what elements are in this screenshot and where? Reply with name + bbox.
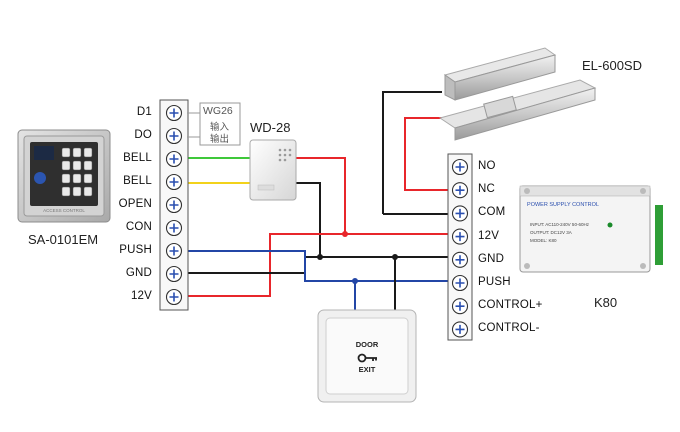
keypad-terminal-screws (165, 104, 183, 306)
screw-cross-icon (455, 208, 465, 218)
exit-label-door: DOOR (356, 340, 379, 349)
keypad-brand: ACCESS CONTROL (43, 208, 85, 213)
keypad-key (72, 173, 82, 184)
psu-terminal-label: CONTROL- (478, 322, 540, 335)
psu-spec-line: MODEL: K80 (530, 238, 557, 243)
keypad-key (61, 173, 71, 184)
screw-cross-icon (455, 324, 465, 334)
screw-cross-icon (169, 154, 179, 164)
screw-cross-icon (455, 232, 465, 242)
exit-label-exit: EXIT (359, 365, 376, 374)
screw-cross-icon (169, 223, 179, 233)
screw-cross-icon (455, 301, 465, 311)
keypad-key (72, 147, 82, 158)
lock-device (438, 47, 597, 141)
keypad-terminal-label: 12V (130, 290, 152, 302)
lock-name-label: EL-600SD (582, 58, 642, 73)
keypad-terminal-label: PUSH (119, 244, 152, 256)
screw-cross-icon (169, 292, 179, 302)
keypad-terminal-label: DO (134, 129, 152, 141)
doorbell-name-label: WD-28 (250, 120, 291, 135)
psu-header: POWER SUPPLY CONTROL (527, 202, 599, 208)
keypad-terminal-label: D1 (136, 106, 152, 118)
lock-red-wire (404, 117, 448, 191)
keypad-terminal-label: BELL (123, 175, 152, 187)
screw-cross-icon (169, 131, 179, 141)
keypad-device: ACCESS CONTROL (17, 129, 111, 223)
keypad-keys (61, 147, 93, 197)
lock-black-wire (382, 91, 442, 214)
keypad-terminal-label: OPEN (118, 198, 152, 210)
wg26-label: WG26 (203, 105, 233, 117)
doorbell-black-wire (296, 182, 321, 257)
wg26-box (187, 102, 241, 146)
keypad-key (61, 186, 71, 197)
junction-dot (342, 231, 348, 237)
psu-terminal-label: PUSH (478, 276, 511, 288)
keypad-key (83, 160, 93, 171)
screw-cross-icon (455, 255, 465, 265)
keypad-name-label: SA-0101EM (28, 232, 99, 247)
keypad-12v-wire (180, 233, 448, 297)
junction-dot (392, 254, 398, 260)
keypad-key (72, 186, 82, 197)
keypad-terminal-label: GND (125, 267, 152, 279)
gnd-black-wire (180, 256, 448, 274)
psu-spec-line: INPUT: AC110-240V 50-60Hz (530, 222, 590, 227)
psu-terminal-label: GND (478, 252, 505, 265)
screw-cross-icon (169, 177, 179, 187)
exit-button-device: DOOR EXIT (317, 309, 417, 403)
keypad-key (61, 160, 71, 171)
key-icon (357, 353, 377, 363)
wires (180, 91, 448, 310)
screw-cross-icon (169, 200, 179, 210)
psu-terminal-label: CONTROL+ (478, 299, 543, 312)
wg26-input-label: 输入 (210, 122, 230, 133)
psu-terminal-label: 12V (478, 229, 500, 242)
screw-cross-icon (455, 278, 465, 288)
keypad-terminal-label: BELL (123, 152, 152, 164)
doorbell-device (249, 139, 297, 201)
screw-cross-icon (169, 108, 179, 118)
push-blue-wire (180, 250, 448, 282)
screw-cross-icon (169, 269, 179, 279)
doorbell-red-wire (296, 157, 448, 235)
keypad-key (61, 147, 71, 158)
junction-dot (317, 254, 323, 260)
keypad-key (83, 186, 93, 197)
screw-cross-icon (455, 162, 465, 172)
wg26-output-label: 输出 (210, 134, 230, 145)
psu-terminal-label: NO (478, 160, 496, 172)
psu-terminal-label: NC (478, 183, 496, 196)
screw-cross-icon (169, 246, 179, 256)
keypad-key (83, 147, 93, 158)
psu-spec-line: OUTPUT: DC12V 3A (530, 230, 572, 235)
psu-terminal-screws (451, 158, 469, 338)
screw-cross-icon (455, 185, 465, 195)
junction-dot (352, 278, 358, 284)
keypad-key (72, 160, 82, 171)
psu-terminal-label: COM (478, 206, 506, 219)
power-supply-device: POWER SUPPLY CONTROL INPUT: AC110-240V 5… (519, 185, 663, 273)
psu-name-label: K80 (594, 295, 618, 310)
keypad-key (83, 173, 93, 184)
keypad-terminal-label: CON (125, 221, 152, 233)
